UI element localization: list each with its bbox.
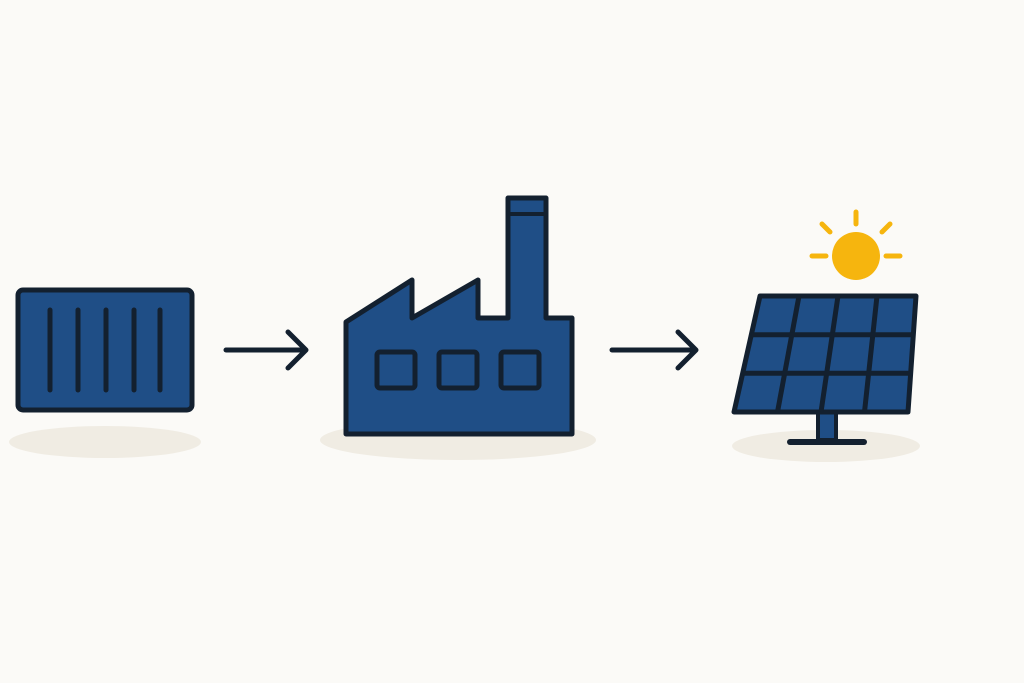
factory-window <box>374 349 418 391</box>
arrow-right-icon <box>223 329 309 371</box>
solar-panel-icon <box>731 293 919 445</box>
container-shadow <box>9 426 201 458</box>
shipping-container-icon <box>15 287 195 413</box>
solar-panel-shadow <box>732 430 920 462</box>
arrow-right-icon <box>609 329 699 371</box>
factory-icon <box>343 195 575 437</box>
factory-window <box>498 349 542 391</box>
factory-window <box>436 349 480 391</box>
sun-icon <box>809 209 903 280</box>
